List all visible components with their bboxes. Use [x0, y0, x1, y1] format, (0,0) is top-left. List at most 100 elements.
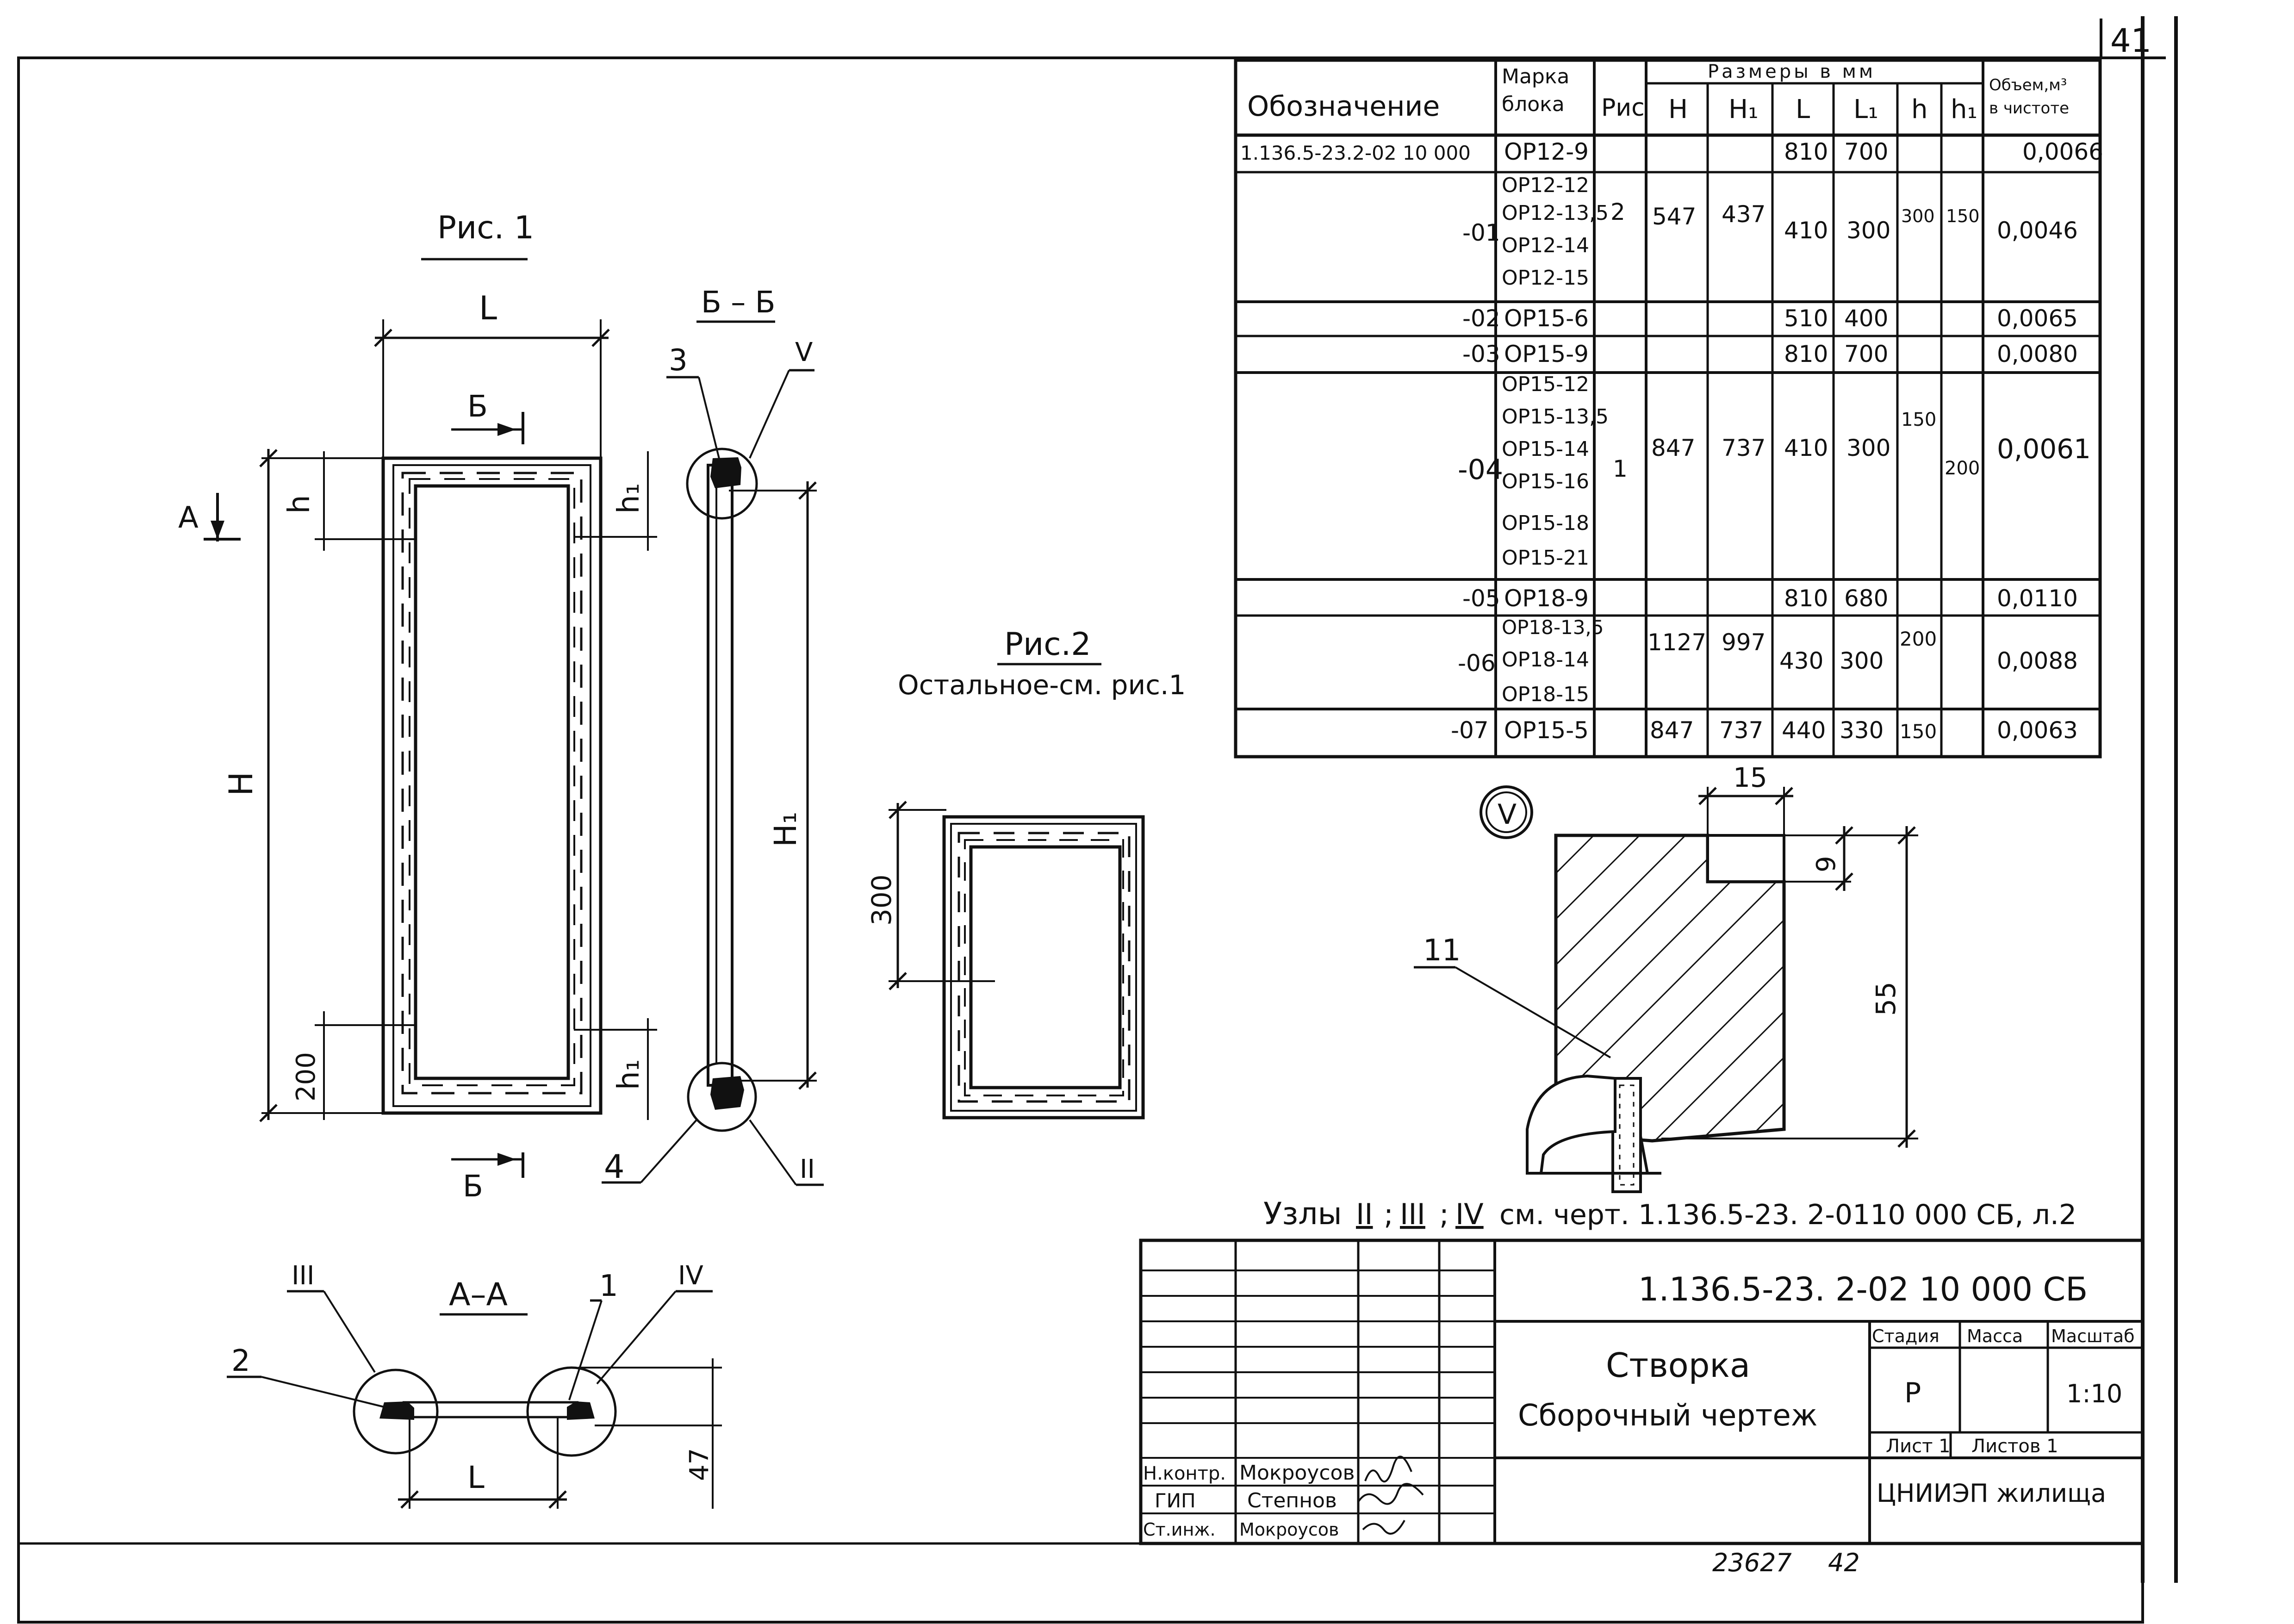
- section-BB-drawing: [602, 320, 824, 1186]
- row-H1: 737: [1719, 717, 1763, 744]
- table-row: -01 ОР12-12 ОР12-13,5 ОР12-14 ОР12-15 2 …: [1462, 174, 2078, 290]
- row-designation: -05: [1462, 585, 1500, 612]
- fig2-title: Рис.2: [1004, 626, 1091, 663]
- hdr-L: L: [1796, 94, 1810, 124]
- table-row: -03 ОР15-9 810 700 0,0080: [1462, 341, 2078, 367]
- row-volume: 0,0066: [2022, 138, 2103, 165]
- mass-label: Масса: [1967, 1326, 2023, 1346]
- hdr-volume-1: Объем,м³: [1989, 76, 2067, 94]
- row-h: 200: [1900, 628, 1937, 650]
- organization: ЦНИИЭП жилища: [1877, 1479, 2106, 1508]
- row-mark: ОР18-14: [1502, 648, 1589, 672]
- fig1-dim-L: L: [479, 289, 497, 327]
- row-L1: 300: [1846, 217, 1890, 244]
- row-designation: -02: [1462, 305, 1500, 332]
- row-mark: ОР15-21: [1502, 546, 1589, 570]
- row-H: 847: [1651, 435, 1695, 461]
- signature-role: ГИП: [1155, 1489, 1196, 1512]
- row-L: 440: [1782, 717, 1826, 744]
- nodes-note-II: II: [1356, 1197, 1373, 1231]
- row-mark: ОР15-14: [1502, 437, 1589, 461]
- row-mark: ОР12-9: [1504, 138, 1589, 165]
- row-H: 547: [1652, 203, 1696, 230]
- signature-name: Мокроусов: [1239, 1461, 1355, 1485]
- row-mark: ОР15-6: [1504, 305, 1589, 332]
- row-mark: ОР18-13,5: [1502, 616, 1604, 639]
- row-fig: 1: [1613, 455, 1628, 482]
- sheet-frame: [17, 16, 2178, 1624]
- row-L1: 680: [1844, 585, 1888, 612]
- row-h: 150: [1901, 409, 1936, 430]
- section-AA-dim-L: L: [467, 1460, 485, 1495]
- hdr-mark-2: блока: [1502, 93, 1565, 116]
- row-mark: ОР12-15: [1502, 266, 1589, 290]
- section-marker-A: А: [178, 501, 199, 535]
- row-mark: ОР15-12: [1502, 373, 1589, 396]
- row-volume: 0,0065: [1997, 305, 2078, 332]
- row-designation: -04: [1458, 454, 1503, 486]
- section-BB-dim-H1: H₁: [768, 812, 803, 847]
- row-H1: 737: [1722, 435, 1766, 461]
- scale-label: Масштаб: [2051, 1326, 2135, 1346]
- row-L: 510: [1784, 305, 1828, 332]
- row-designation: -01: [1462, 219, 1500, 246]
- title-line-1: Створка: [1606, 1346, 1750, 1385]
- stage-value: Р: [1904, 1377, 1921, 1409]
- row-L1: 700: [1844, 341, 1888, 367]
- row-H1: 437: [1722, 201, 1766, 228]
- row-L: 810: [1784, 341, 1828, 367]
- row-h1: 150: [1946, 206, 1980, 226]
- signature-name: Мокроусов: [1239, 1519, 1339, 1540]
- fig1-dim-h: h: [282, 495, 317, 514]
- hdr-h1: h₁: [1951, 94, 1977, 124]
- node-III-label: III: [292, 1261, 315, 1291]
- fig2-dim-300: 300: [866, 874, 897, 926]
- row-L: 810: [1784, 138, 1828, 165]
- hdr-fig: Рис: [1601, 94, 1645, 122]
- callout-2: 2: [231, 1344, 250, 1378]
- row-designation: 1.136.5-23.2-02 10 000: [1240, 142, 1471, 164]
- table-row: -05 ОР18-9 810 680 0,0110: [1462, 585, 2078, 612]
- row-mark: ОР15-16: [1502, 470, 1589, 493]
- node-V-detail-label: V: [1498, 798, 1517, 831]
- nodes-note-III: III: [1400, 1197, 1425, 1231]
- node-dim-15: 15: [1733, 762, 1767, 793]
- hdr-h: h: [1911, 94, 1928, 124]
- nodes-note-prefix: Узлы: [1263, 1196, 1342, 1232]
- hdr-volume-2: в чистоте: [1989, 99, 2069, 118]
- row-volume: 0,0063: [1997, 717, 2078, 744]
- signature-name: Степнов: [1247, 1489, 1337, 1512]
- table-row: 1.136.5-23.2-02 10 000 ОР12-9 810 700 0,…: [1240, 138, 2103, 165]
- node-dim-55: 55: [1870, 982, 1902, 1016]
- row-L1: 300: [1846, 435, 1890, 461]
- row-designation: -07: [1451, 717, 1489, 744]
- fig2-drawing: [889, 663, 1145, 1120]
- row-designation: -03: [1462, 341, 1500, 367]
- row-L: 410: [1784, 217, 1828, 244]
- node-V-drawing: [1414, 785, 1918, 1193]
- sheets-label: Листов 1: [1971, 1436, 2058, 1457]
- node-dim-9: 9: [1811, 856, 1841, 872]
- stage-label: Стадия: [1872, 1326, 1940, 1346]
- sheet-number: 41: [2110, 22, 2151, 60]
- table-row: -04 ОР15-12 ОР15-13,5 ОР15-14 ОР15-16 ОР…: [1458, 373, 2091, 570]
- signature-role: Ст.инж.: [1143, 1519, 1216, 1540]
- node-IV-label: IV: [678, 1261, 703, 1291]
- row-L1: 300: [1840, 647, 1884, 674]
- section-AA-drawing: [227, 1290, 722, 1509]
- hdr-H1: H₁: [1728, 94, 1759, 124]
- row-volume: 0,0046: [1997, 217, 2078, 244]
- nodes-note: Узлы II ; III ; IV см. черт. 1.136.5-23.…: [1263, 1196, 2076, 1232]
- row-mark: ОР18-15: [1502, 683, 1589, 706]
- table-row: -06 ОР18-13,5 ОР18-14 ОР18-15 1127 997 4…: [1458, 616, 2078, 706]
- row-mark: ОР15-18: [1502, 511, 1589, 535]
- title-line-2: Сборочный чертеж: [1518, 1399, 1817, 1433]
- row-L1: 400: [1844, 305, 1888, 332]
- fig1-title: Рис. 1: [437, 210, 534, 246]
- hdr-H: H: [1668, 94, 1688, 124]
- page-number: 42: [1828, 1548, 1860, 1577]
- row-mark: ОР18-9: [1504, 585, 1589, 612]
- table-row: -02 ОР15-6 510 400 0,0065: [1462, 305, 2078, 332]
- row-fig: 2: [1610, 199, 1625, 225]
- nodes-note-sep1: ;: [1384, 1197, 1393, 1231]
